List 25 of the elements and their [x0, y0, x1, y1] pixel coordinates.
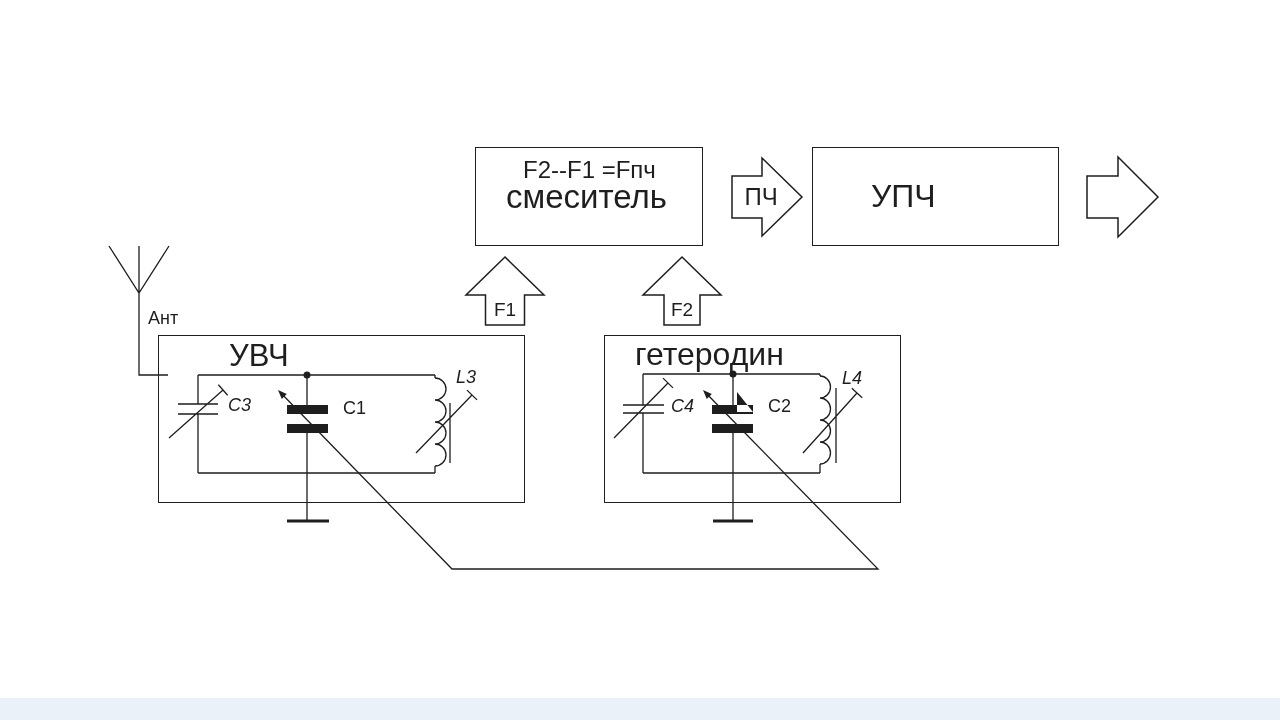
block-box: [475, 147, 703, 246]
antenna-label: Ант: [148, 309, 179, 327]
block-box: [604, 335, 901, 503]
component-label: C3: [228, 396, 251, 414]
component-label: C4: [671, 397, 694, 415]
tuning-linkage-line: [320, 433, 880, 570]
capacitor-symbol: [702, 389, 754, 434]
component-label: C1: [343, 399, 366, 417]
block-label: смеситель: [506, 180, 667, 213]
capacitor-symbol: [277, 389, 329, 434]
block-label: УВЧ: [229, 340, 289, 371]
block-box: [158, 335, 525, 503]
component-label: C2: [768, 397, 791, 415]
connector-line: [138, 293, 159, 376]
block-box: [812, 147, 1059, 246]
block-label: гетеродин: [635, 338, 784, 370]
block-arrow: [1086, 155, 1160, 239]
formula-text: F2--F1 =Fпч: [523, 158, 656, 182]
block-arrow: [641, 255, 723, 326]
block-arrow: [731, 156, 804, 238]
antenna-symbol: [108, 245, 170, 294]
block-arrow: [464, 255, 546, 326]
component-label: L4: [842, 369, 863, 387]
block-label: УПЧ: [871, 180, 936, 212]
component-label: L3: [456, 368, 477, 386]
